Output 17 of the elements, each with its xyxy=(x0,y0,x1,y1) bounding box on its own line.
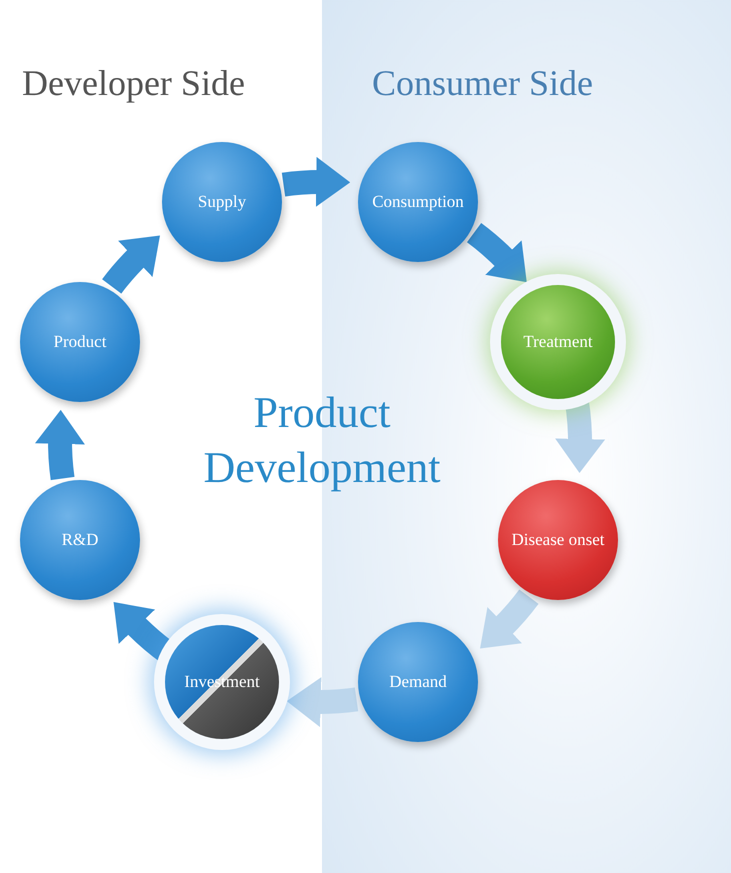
node-label: Disease onset xyxy=(511,530,604,550)
arrow xyxy=(286,676,358,727)
section-heading: Developer Side xyxy=(22,62,245,104)
node-label: Treatment xyxy=(523,332,593,352)
node-label: Demand xyxy=(389,672,447,692)
arrow xyxy=(480,589,538,649)
node-label: Product xyxy=(54,332,106,352)
section-heading: Consumer Side xyxy=(372,62,593,104)
center-title: Product Development xyxy=(202,387,442,494)
node-label: Consumption xyxy=(372,192,464,212)
node-label: R&D xyxy=(62,530,98,550)
process-circle xyxy=(501,285,615,399)
process-circle xyxy=(165,625,279,739)
arrow xyxy=(466,223,528,282)
arrow xyxy=(282,157,350,208)
node-label: Supply xyxy=(198,192,246,212)
arrow xyxy=(102,235,160,294)
